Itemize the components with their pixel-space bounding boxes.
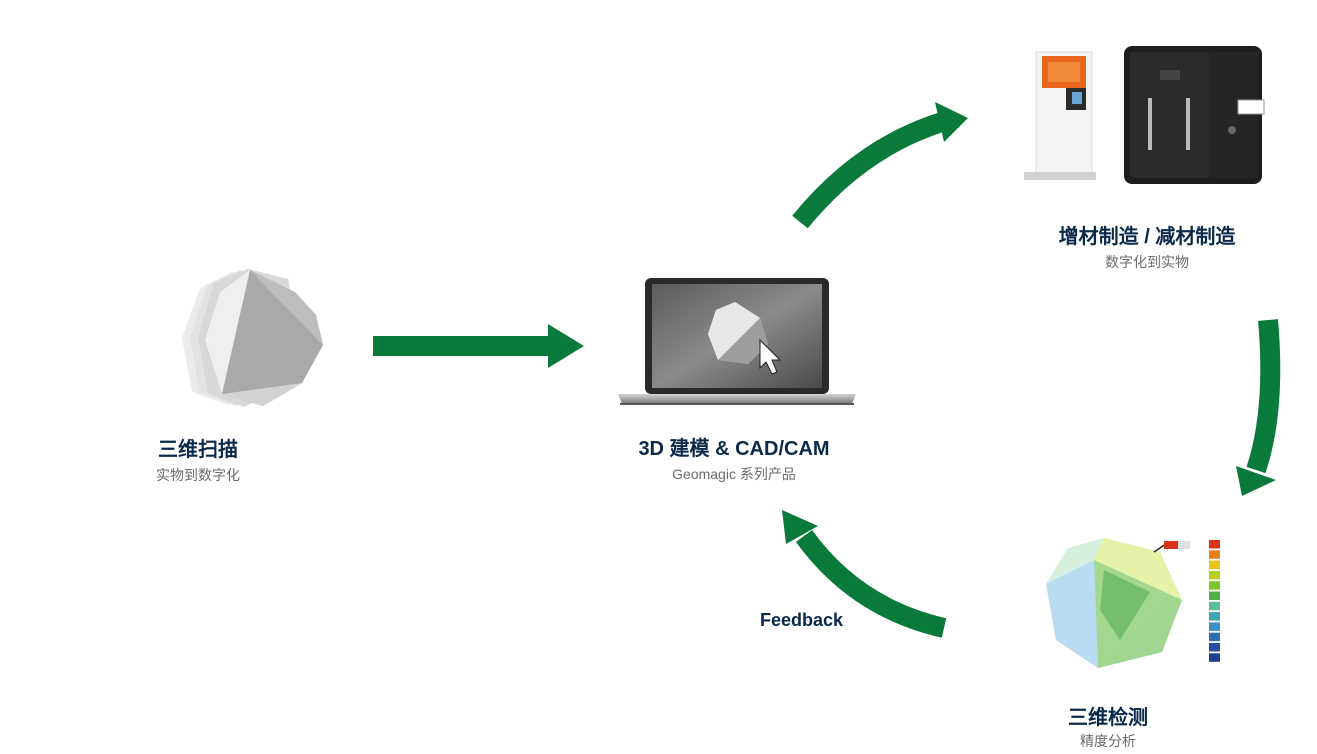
- node-scan-subtitle: 实物到数字化: [156, 467, 240, 483]
- node-inspection-title: 三维检测: [1068, 707, 1148, 729]
- node-scan-title: 三维扫描: [158, 439, 238, 461]
- feedback-label: Feedback: [760, 610, 844, 630]
- node-manufacturing: 增材制造 / 减材制造 数字化到实物: [1022, 225, 1272, 271]
- arrow-manufacturing-to-inspection: [1236, 319, 1281, 496]
- laptop-icon: [618, 278, 856, 405]
- node-manufacturing-title: 增材制造 / 减材制造: [1058, 226, 1236, 248]
- color-scale-swatch: [1209, 581, 1220, 590]
- color-scale-swatch: [1209, 540, 1220, 549]
- color-scale-swatch: [1209, 622, 1220, 631]
- color-scale-swatch: [1209, 632, 1220, 642]
- color-scale-swatch: [1209, 601, 1220, 611]
- node-cad-subtitle: Geomagic 系列产品: [672, 466, 796, 482]
- node-cad: 3D 建模 & CAD/CAM Geomagic 系列产品: [594, 437, 874, 483]
- node-inspection-subtitle: 精度分析: [1080, 733, 1136, 749]
- node-scan: 三维扫描 实物到数字化: [118, 438, 278, 484]
- color-scale-swatch: [1209, 612, 1220, 621]
- color-scale-swatch: [1209, 653, 1220, 662]
- color-scale-swatch: [1209, 643, 1220, 652]
- color-scale-swatch: [1209, 550, 1220, 559]
- color-scale-swatch: [1209, 591, 1220, 600]
- arrow-feedback: [782, 510, 947, 638]
- color-scale-swatch: [1209, 560, 1220, 570]
- scan-model-icon: [182, 269, 323, 407]
- arrow-cad-to-manufacturing: [792, 102, 968, 229]
- inspection-model-icon: [1046, 538, 1190, 668]
- node-cad-title: 3D 建模 & CAD/CAM: [638, 438, 830, 460]
- node-manufacturing-subtitle: 数字化到实物: [1105, 254, 1189, 270]
- color-scale-bar: [1209, 540, 1220, 662]
- arrow-scan-to-cad: [373, 324, 584, 368]
- printers-icon: [1024, 46, 1265, 184]
- color-scale-swatch: [1209, 570, 1220, 580]
- node-inspection: 三维检测 精度分析: [1038, 706, 1178, 750]
